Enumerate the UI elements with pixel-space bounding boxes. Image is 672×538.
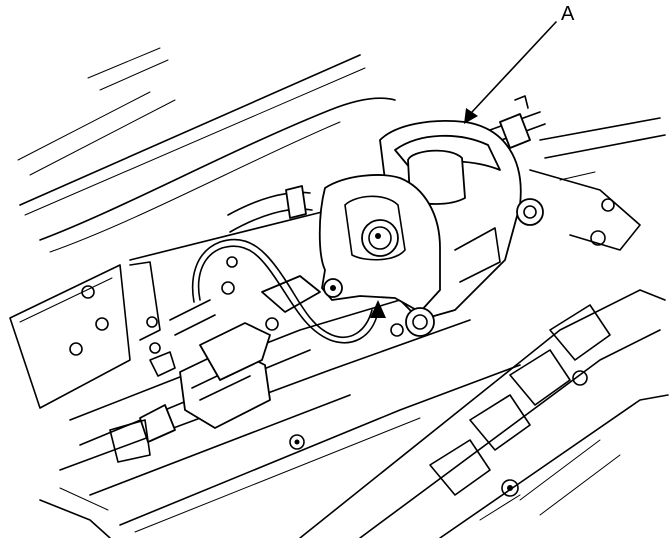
body-panel — [17, 47, 396, 253]
harness-wire — [191, 238, 379, 344]
shaft-assembly — [489, 95, 666, 251]
direction-arrow — [370, 300, 386, 318]
callout-label-a: A — [561, 3, 575, 25]
left-bracket-plate — [9, 261, 161, 409]
hose — [227, 185, 313, 233]
intake-manifold — [289, 289, 669, 538]
wiring-connector-cluster — [109, 256, 321, 463]
engine-mount — [318, 119, 544, 337]
callout-leader — [464, 21, 557, 124]
